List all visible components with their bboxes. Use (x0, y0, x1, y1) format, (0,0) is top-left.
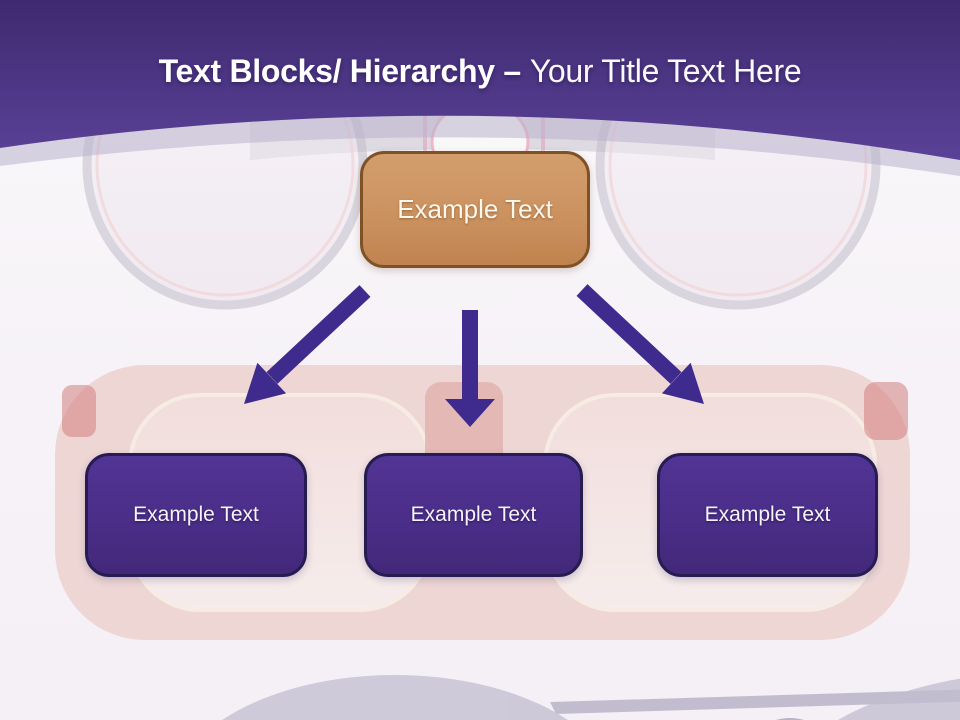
child-text-block-3-label: Example Text (704, 503, 831, 526)
child-text-block-2: Example Text (364, 453, 583, 577)
slide-title-bold: Text Blocks/ Hierarchy – (158, 53, 521, 89)
slide-title-regular: Your Title Text Here (529, 53, 802, 89)
slide-title: Text Blocks/ Hierarchy –Your Title Text … (0, 52, 960, 90)
child-text-block-2-label: Example Text (410, 503, 537, 526)
bottom-sunglasses-decoration (222, 675, 960, 720)
child-text-block-1: Example Text (85, 453, 307, 577)
arrow-root-to-child-1 (244, 285, 371, 404)
child-text-block-3: Example Text (657, 453, 878, 577)
child-text-block-1-label: Example Text (133, 503, 259, 526)
root-text-block: Example Text (360, 151, 590, 268)
root-text-block-label: Example Text (397, 194, 553, 224)
arrow-root-to-child-3 (576, 284, 704, 404)
arrow-root-to-child-2 (445, 310, 495, 427)
